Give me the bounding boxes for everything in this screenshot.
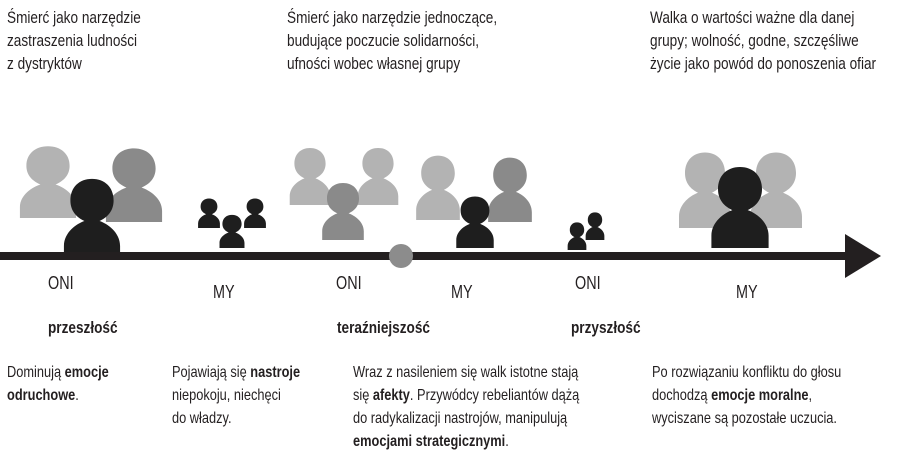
person-icon bbox=[357, 147, 399, 205]
description-text: Dominują bbox=[7, 364, 65, 381]
description-text: się bbox=[353, 387, 373, 404]
description-line: niepokoju, niechęci bbox=[172, 384, 332, 407]
group-my-present-figures bbox=[416, 155, 532, 248]
description-text: wyciszane są pozostałe uczucia. bbox=[652, 410, 837, 427]
person-icon bbox=[488, 157, 532, 222]
description-past-my: Pojawiają się nastroje niepokoju, niechęc… bbox=[172, 361, 332, 430]
description-text: do władzy. bbox=[172, 410, 232, 427]
note-future: Walka o wartości ważne dla danej grupy; … bbox=[650, 6, 919, 75]
description-text: . bbox=[75, 387, 79, 404]
description-text: Pojawiają się bbox=[172, 364, 251, 381]
description-present: Wraz z nasileniem się walk istotne stają… bbox=[353, 361, 636, 453]
period-future: przyszłość bbox=[571, 318, 641, 337]
note-line: Śmierć jako narzędzie jednoczące, bbox=[287, 8, 498, 27]
note-line: Walka o wartości ważne dla danej bbox=[650, 8, 855, 27]
description-text: do radykalizacji nastrojów, manipulują bbox=[353, 410, 568, 427]
note-line: ufności wobec własnej grupy bbox=[287, 54, 461, 73]
description-line: emocjami strategicznymi. bbox=[353, 430, 636, 453]
description-text: dochodzą bbox=[652, 387, 712, 404]
description-text: . bbox=[505, 433, 509, 450]
emphasis-text: afekty bbox=[372, 387, 410, 404]
group-label-oni: ONI bbox=[575, 273, 601, 293]
person-icon bbox=[219, 214, 245, 248]
description-text: . Przywódcy rebeliantów dążą bbox=[409, 387, 580, 404]
description-text: , bbox=[808, 387, 813, 404]
present-marker bbox=[389, 244, 413, 268]
description-line: do władzy. bbox=[172, 407, 332, 430]
note-line: grupy; wolność, godne, szczęśliwe bbox=[650, 31, 859, 50]
emphasis-text: emocje bbox=[64, 364, 109, 381]
person-icon bbox=[567, 222, 587, 250]
emphasis-text: emocje moralne bbox=[711, 387, 809, 404]
group-oni-future-figures bbox=[567, 212, 605, 250]
group-oni-present-figures bbox=[289, 147, 399, 240]
person-icon bbox=[456, 196, 494, 248]
group-my-future-figures bbox=[679, 152, 802, 248]
note-line: z dystryktów bbox=[7, 54, 82, 73]
description-line: dochodzą emocje moralne, bbox=[652, 384, 889, 407]
description-text: Wraz z nasileniem się walk istotne stają bbox=[353, 364, 579, 381]
description-line: Po rozwiązaniu konfliktu do głosu bbox=[652, 361, 889, 384]
description-line: odruchowe. bbox=[7, 384, 134, 407]
group-label-my: MY bbox=[213, 282, 235, 302]
person-icon bbox=[322, 182, 364, 240]
description-line: Pojawiają się nastroje bbox=[172, 361, 332, 384]
group-label-my: MY bbox=[736, 282, 758, 302]
description-line: Dominują emocje bbox=[7, 361, 134, 384]
period-present: teraźniejszość bbox=[337, 318, 430, 337]
emphasis-text: emocjami strategicznymi bbox=[353, 433, 506, 450]
person-icon bbox=[289, 147, 331, 205]
person-icon bbox=[19, 146, 77, 218]
group-my-past-figures bbox=[198, 198, 266, 248]
group-oni-past-figures bbox=[19, 146, 163, 258]
period-past: przeszłość bbox=[48, 318, 118, 337]
description-line: do radykalizacji nastrojów, manipulują bbox=[353, 407, 636, 430]
note-line: Śmierć jako narzędzie bbox=[7, 8, 141, 27]
person-icon bbox=[244, 198, 266, 228]
person-icon bbox=[585, 212, 605, 240]
person-icon bbox=[198, 198, 220, 228]
description-future: Po rozwiązaniu konfliktu do głosu dochodz… bbox=[652, 361, 889, 430]
description-text: niepokoju, niechęci bbox=[172, 387, 281, 404]
note-line: zastraszenia ludności bbox=[7, 31, 138, 50]
group-label-my: MY bbox=[451, 282, 473, 302]
emphasis-text: odruchowe bbox=[7, 387, 76, 404]
timeline-axis bbox=[0, 252, 848, 260]
description-line: Wraz z nasileniem się walk istotne stają bbox=[353, 361, 636, 384]
description-line: się afekty. Przywódcy rebeliantów dążą bbox=[353, 384, 636, 407]
note-oni-past: Śmierć jako narzędzie zastraszenia ludno… bbox=[7, 6, 174, 75]
description-line: wyciszane są pozostałe uczucia. bbox=[652, 407, 889, 430]
group-label-oni: ONI bbox=[48, 273, 74, 293]
note-line: budujące poczucie solidarności, bbox=[287, 31, 480, 50]
person-icon bbox=[105, 148, 163, 222]
note-line: życie jako powód do ponoszenia ofiar bbox=[650, 54, 877, 73]
emphasis-text: nastroje bbox=[250, 364, 301, 381]
group-label-oni: ONI bbox=[336, 273, 362, 293]
timeline-arrowhead bbox=[845, 234, 881, 278]
description-text: Po rozwiązaniu konfliktu do głosu bbox=[652, 364, 842, 381]
person-icon bbox=[416, 155, 460, 220]
note-present: Śmierć jako narzędzie jednoczące, budują… bbox=[287, 6, 550, 75]
